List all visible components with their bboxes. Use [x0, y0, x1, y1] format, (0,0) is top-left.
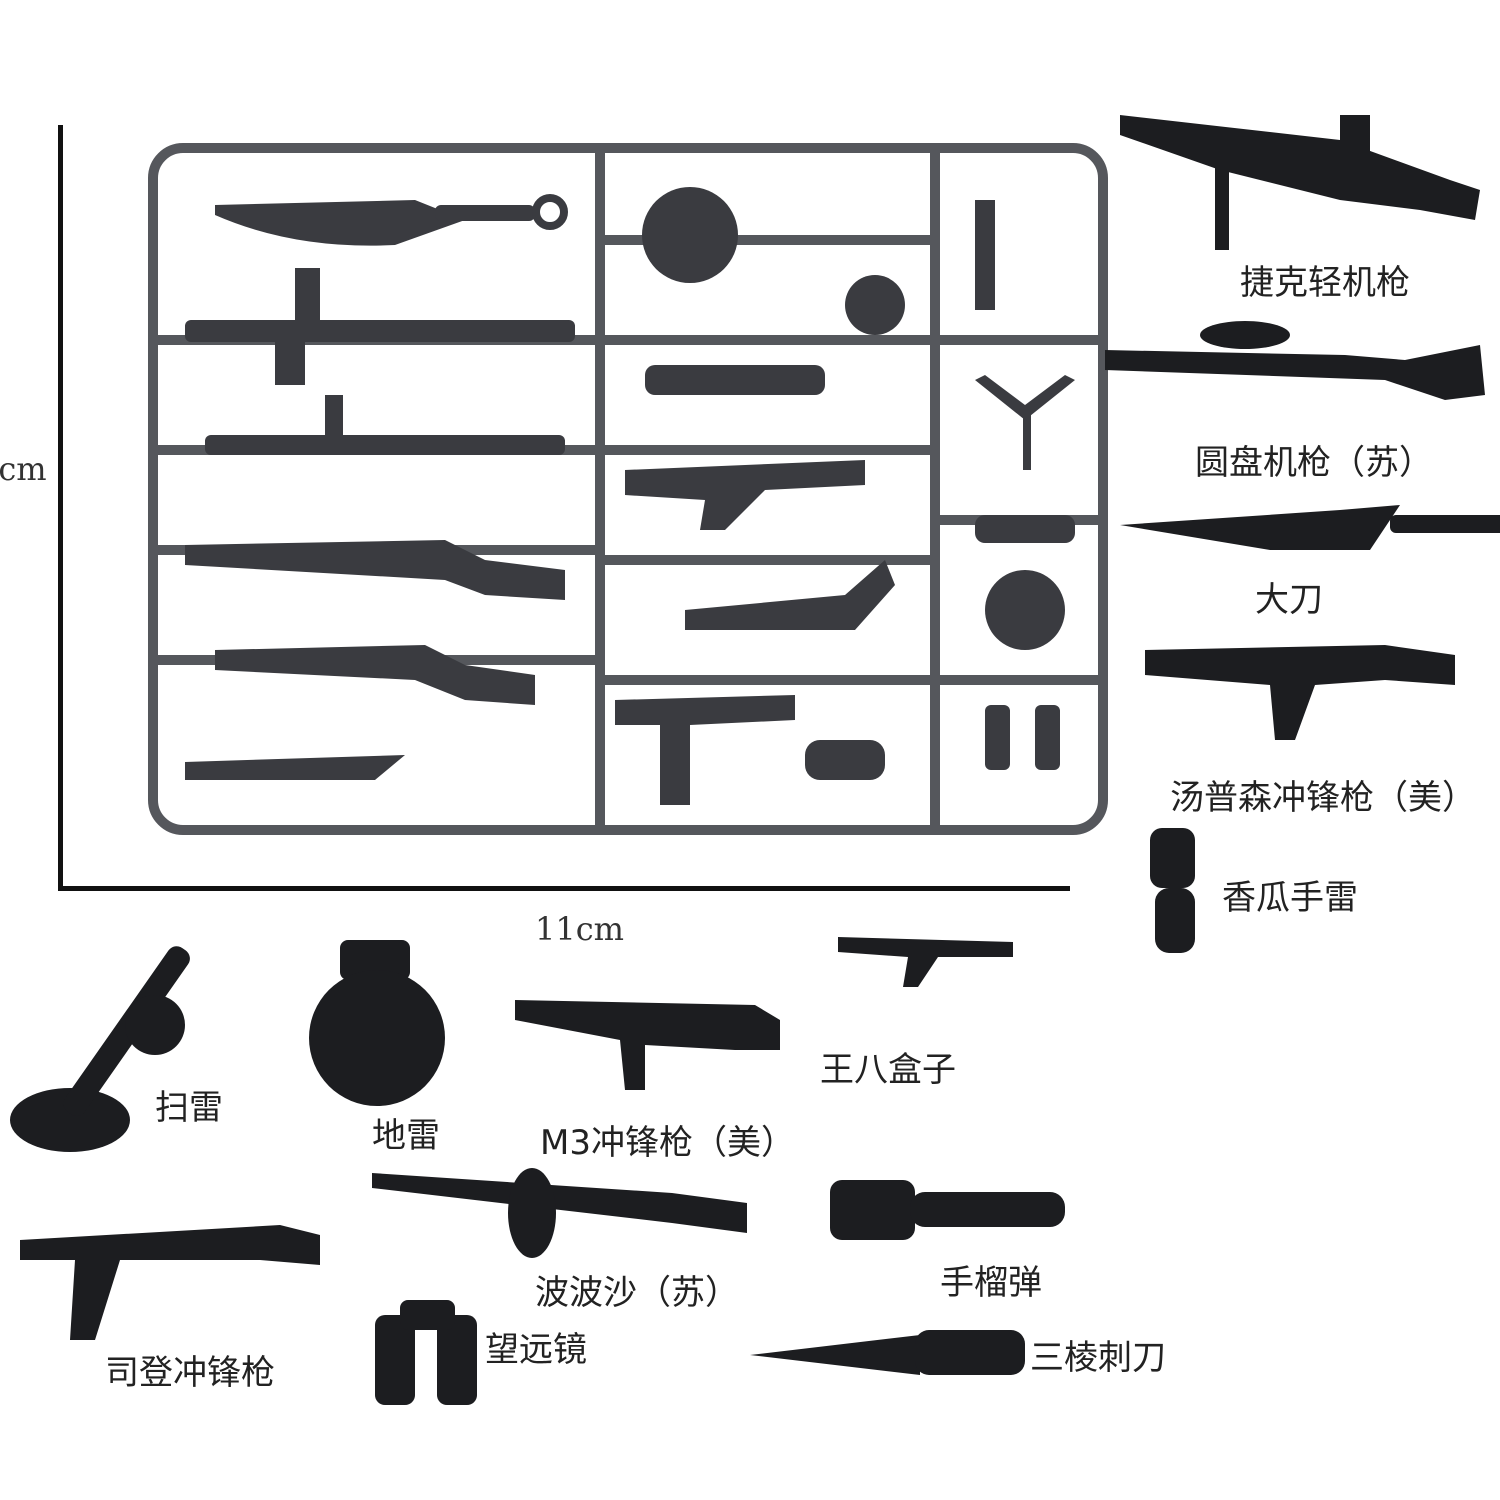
sten-part: [20, 1225, 320, 1340]
czech-lmg-label: 捷克轻机枪: [1240, 263, 1410, 303]
pan-lmg-label: 圆盘机枪（苏）: [1195, 443, 1433, 483]
mine-detector-label: 扫雷: [155, 1088, 223, 1128]
height-axis: [58, 125, 63, 890]
broadsword-part: [1120, 505, 1500, 550]
thompson-label: 汤普森冲锋枪（美）: [1170, 778, 1476, 818]
mine-detector-part: [10, 946, 190, 1152]
height-dimension-label: 8cm: [0, 450, 47, 488]
width-dimension-label: 11cm: [535, 910, 624, 948]
mauser-label: 王八盒子: [820, 1050, 956, 1090]
binoculars-label: 望远镜: [485, 1330, 587, 1370]
ppsh-part: [372, 1168, 747, 1258]
sprue-frame: [148, 143, 1108, 835]
m3-label: M3冲锋枪（美）: [540, 1123, 795, 1163]
width-axis: [58, 886, 1070, 891]
melon-grenade-label: 香瓜手雷: [1222, 878, 1358, 918]
thompson-part: [1145, 645, 1455, 740]
czech-lmg-part: [1120, 115, 1480, 250]
mauser-part: [838, 937, 1013, 987]
stick-grenade-label: 手榴弹: [940, 1263, 1042, 1303]
sten-label: 司登冲锋枪: [105, 1353, 275, 1393]
pan-lmg-part: [1105, 321, 1485, 400]
bayonet-label: 三棱刺刀: [1030, 1338, 1166, 1378]
bayonet-part: [750, 1330, 1025, 1375]
landmine-part: [309, 940, 445, 1106]
landmine-label: 地雷: [372, 1116, 440, 1156]
melon-grenade-part: [1150, 828, 1195, 953]
stick-grenade-part: [830, 1180, 1065, 1240]
m3-part: [515, 1000, 780, 1090]
broadsword-label: 大刀: [1255, 580, 1323, 620]
binoculars-part: [375, 1300, 477, 1405]
ppsh-label: 波波沙（苏）: [535, 1273, 739, 1313]
